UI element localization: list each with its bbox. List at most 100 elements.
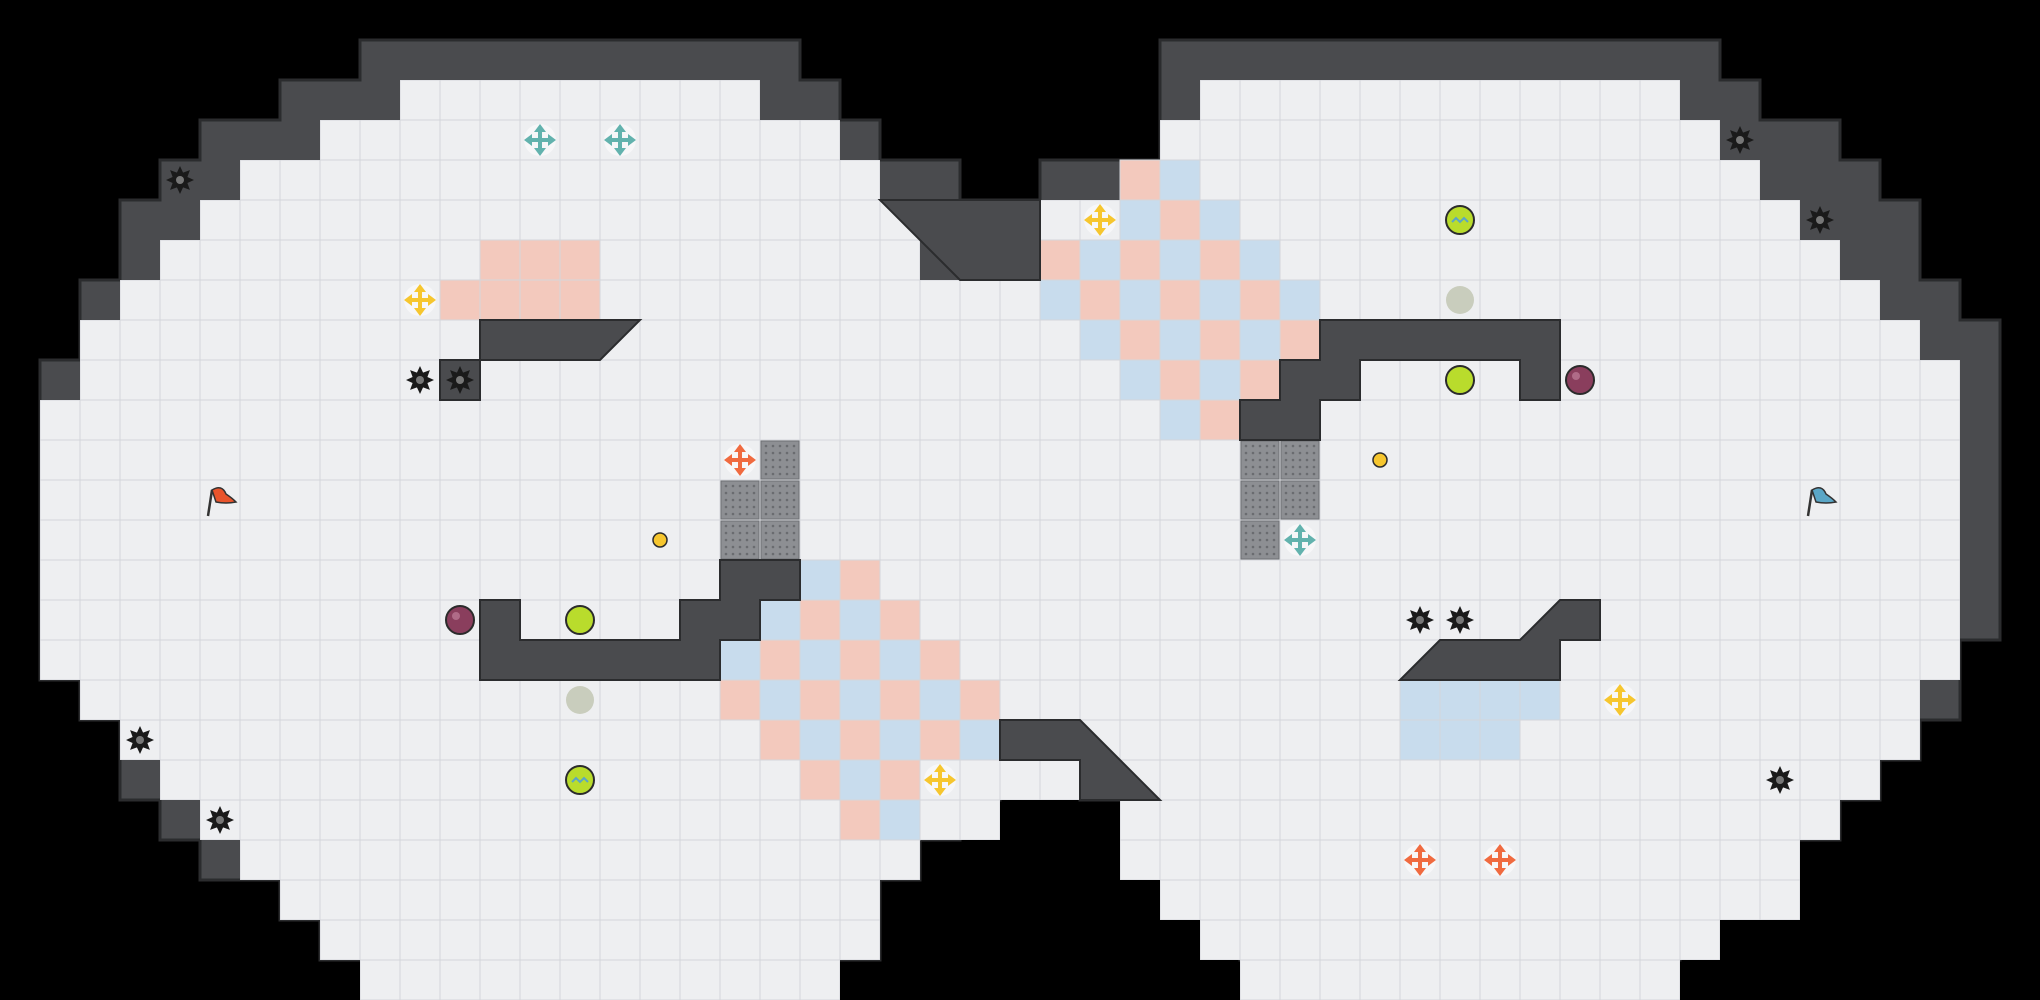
inner-wall [877,199,1041,281]
inner-wall [479,559,801,681]
blue-tile [1119,279,1161,321]
spike-icon [1806,206,1834,234]
blue-tile [879,639,921,681]
blue-tile [1399,679,1441,721]
red-tile [519,239,561,281]
spike-icon [446,366,474,394]
blue-tile [839,599,881,641]
yellow-boost-icon [1084,204,1116,236]
red-tile [1119,239,1161,281]
red-tile [879,759,921,801]
blue-tile [1199,199,1241,241]
blue-tile [1159,399,1201,441]
button-icon [652,532,668,548]
yellow-boost-icon [1604,684,1636,716]
spike-icon [166,166,194,194]
inactive-powerup-icon [566,686,594,714]
red-tile [759,639,801,681]
red-tile [839,799,881,841]
red-tile [1159,359,1201,401]
red-flag-icon [206,487,238,517]
rolling-bomb-icon [1445,205,1475,235]
red-tile [719,679,761,721]
blue-tile [959,719,1001,761]
spike-icon [1766,766,1794,794]
blue-tile [759,599,801,641]
red-tile [879,679,921,721]
spike-icon [206,806,234,834]
blue-tile [1159,239,1201,281]
red-tile [1239,279,1281,321]
map-objects [126,124,1838,876]
blue-tile [1439,719,1481,761]
red-tile [1039,239,1081,281]
red-tile [1279,319,1321,361]
blue-tile [1199,279,1241,321]
inner-wall [1239,319,1561,441]
red-tile [1199,399,1241,441]
blue-tile [1119,199,1161,241]
blue-tile [759,679,801,721]
blue-tile [1279,279,1321,321]
blue-tile [799,719,841,761]
red-tile [479,279,521,321]
red-tile [919,719,961,761]
blue-flag-icon [1806,487,1838,517]
grate-tile [1280,440,1320,480]
teal-boost-icon [604,124,636,156]
red-tile [839,559,881,601]
orange-boost-icon [724,444,756,476]
red-tile [799,599,841,641]
red-tile [1119,319,1161,361]
blue-tile [1159,159,1201,201]
blue-tile [919,679,961,721]
red-tile [439,279,481,321]
blue-tile [1159,319,1201,361]
spike-icon [1406,606,1434,634]
inner-walls [439,199,1601,801]
blue-tile [1119,359,1161,401]
red-tile [759,719,801,761]
red-tile [1239,359,1281,401]
red-tile [879,599,921,641]
blue-tile [839,759,881,801]
inner-wall [999,719,1163,801]
inner-wall [1397,599,1601,681]
blue-tile [1479,679,1521,721]
red-tile [1199,319,1241,361]
blue-tile [719,639,761,681]
bomb-icon [1565,365,1595,395]
rolling-bomb-icon [565,765,595,795]
red-tile [1159,199,1201,241]
team-tiles [439,159,1561,841]
red-tile [839,639,881,681]
spike-icon [126,726,154,754]
spike-icon [1726,126,1754,154]
red-tile [919,639,961,681]
red-tile [959,679,1001,721]
blue-tile [1399,719,1441,761]
teal-boost-icon [1284,524,1316,556]
blue-tile [799,559,841,601]
bomb-icon [445,605,475,635]
blue-tile [1519,679,1561,721]
blue-tile [1479,719,1521,761]
blue-tile [879,719,921,761]
blue-tile [839,679,881,721]
teal-boost-icon [524,124,556,156]
red-tile [1159,279,1201,321]
red-tile [479,239,521,281]
red-tile [559,239,601,281]
blue-tile [1439,679,1481,721]
grates [720,440,1320,560]
blue-tile [1079,239,1121,281]
red-tile [799,759,841,801]
red-tile [839,719,881,761]
grate-tile [760,480,800,520]
orange-boost-icon [1404,844,1436,876]
inactive-powerup-icon [1446,286,1474,314]
button-icon [1372,452,1388,468]
blue-tile [879,799,921,841]
